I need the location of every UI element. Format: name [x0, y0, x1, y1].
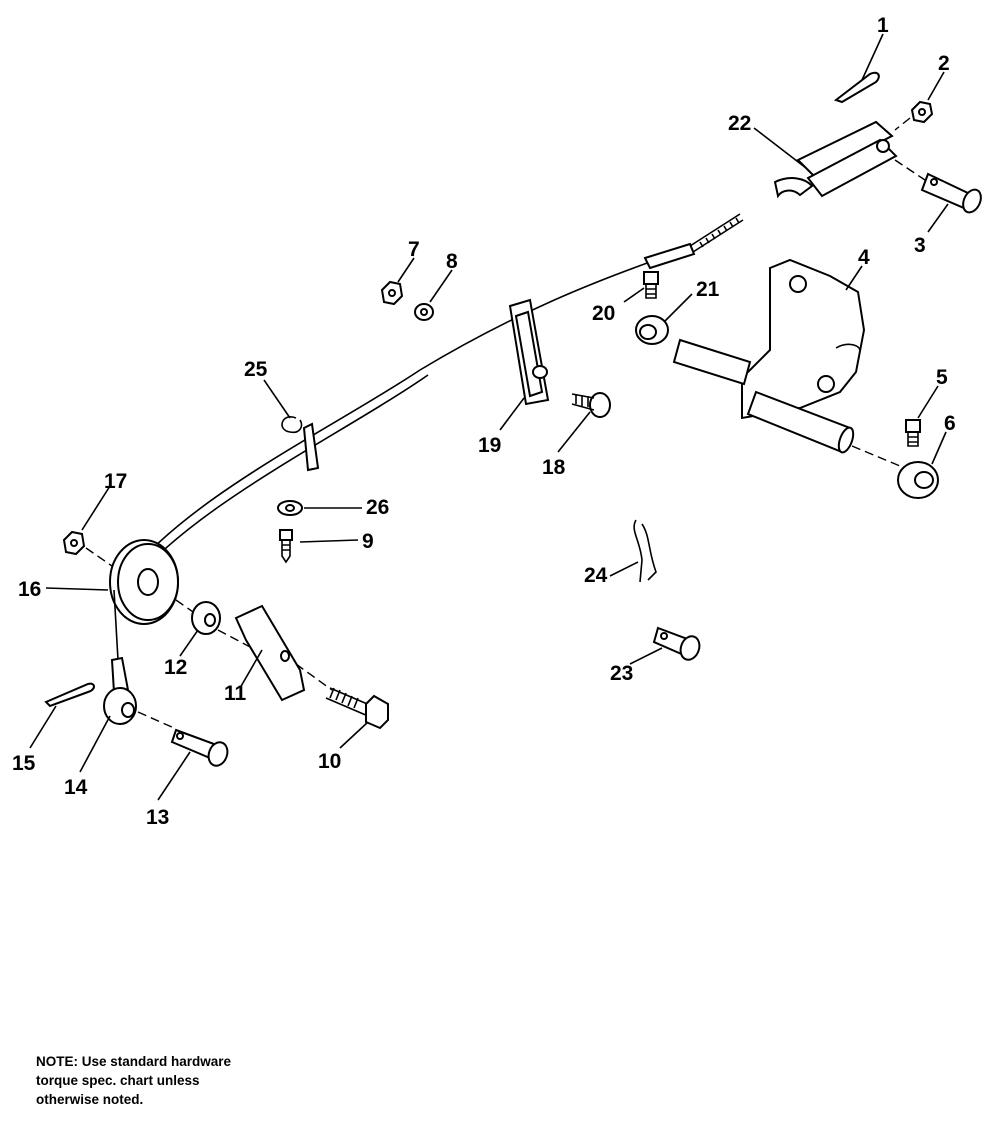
clevis-pin-23	[652, 626, 701, 661]
callout-20: 20	[592, 302, 615, 325]
cable-barrel-14	[103, 687, 137, 725]
axis-line-clevis	[894, 117, 926, 181]
torque-note: NOTE: Use standard hardware torque spec.…	[36, 1052, 336, 1109]
note-line-1: NOTE: Use standard hardware	[36, 1054, 232, 1069]
clevis-pin-13	[170, 728, 229, 767]
callout-3: 3	[914, 234, 926, 257]
collar-6	[897, 461, 939, 499]
axis-line-barrel	[137, 711, 175, 729]
callout-22: 22	[728, 112, 751, 135]
callout-8: 8	[446, 250, 458, 273]
callout-2: 2	[938, 52, 950, 75]
set-screw-20	[643, 271, 659, 299]
clevis-pin-3	[920, 172, 982, 214]
leader-lines	[29, 33, 949, 801]
washer-26	[277, 500, 303, 516]
callout-24: 24	[584, 564, 608, 587]
callout-18: 18	[542, 456, 566, 479]
control-bracket	[672, 258, 866, 454]
lock-nut-2	[910, 100, 934, 124]
callout-9: 9	[362, 530, 374, 553]
threaded-cable-end	[689, 213, 744, 253]
callout-11: 11	[224, 682, 247, 705]
cable-end-sleeve	[110, 656, 130, 694]
screw-18	[571, 392, 611, 418]
axis-line-pulley	[85, 547, 333, 691]
callout-19: 19	[478, 434, 501, 457]
callout-5: 5	[936, 366, 948, 389]
callout-26: 26	[366, 496, 389, 519]
callout-13: 13	[146, 806, 169, 829]
callout-21: 21	[696, 278, 720, 301]
clip-25	[281, 416, 320, 472]
control-cable	[117, 261, 651, 589]
callout-14: 14	[64, 776, 88, 799]
cable-drop	[113, 589, 119, 661]
clevis	[773, 120, 898, 199]
bolt-10	[325, 687, 389, 730]
cable-pulley-16	[109, 539, 179, 625]
lock-washer-8	[414, 303, 434, 321]
cable-ferrule	[643, 242, 696, 270]
bracket-plate-11	[234, 604, 306, 702]
set-screw-5	[905, 419, 921, 447]
collar-21	[635, 315, 669, 345]
callout-23: 23	[610, 662, 633, 685]
cable-clip-19	[508, 298, 550, 406]
callout-6: 6	[944, 412, 956, 435]
note-line-3: otherwise noted.	[36, 1092, 144, 1107]
nut-7	[380, 280, 404, 306]
callout-10: 10	[318, 750, 341, 773]
callout-1: 1	[877, 14, 889, 37]
callout-7: 7	[408, 238, 420, 261]
callout-16: 16	[18, 578, 41, 601]
callout-4: 4	[858, 246, 870, 269]
callout-17: 17	[104, 470, 127, 493]
note-line-2: torque spec. chart unless	[36, 1073, 200, 1088]
nut-17	[62, 530, 86, 556]
spacer-12	[191, 601, 221, 635]
cotter-pin-1	[833, 71, 880, 104]
axis-line-shaft	[851, 445, 901, 467]
callout-12: 12	[164, 656, 187, 679]
self-tapping-screw-9	[279, 529, 293, 564]
hairpin-24	[633, 519, 657, 583]
callout-15: 15	[12, 752, 36, 775]
cotter-pin-15	[44, 682, 95, 708]
callout-25: 25	[244, 358, 268, 381]
